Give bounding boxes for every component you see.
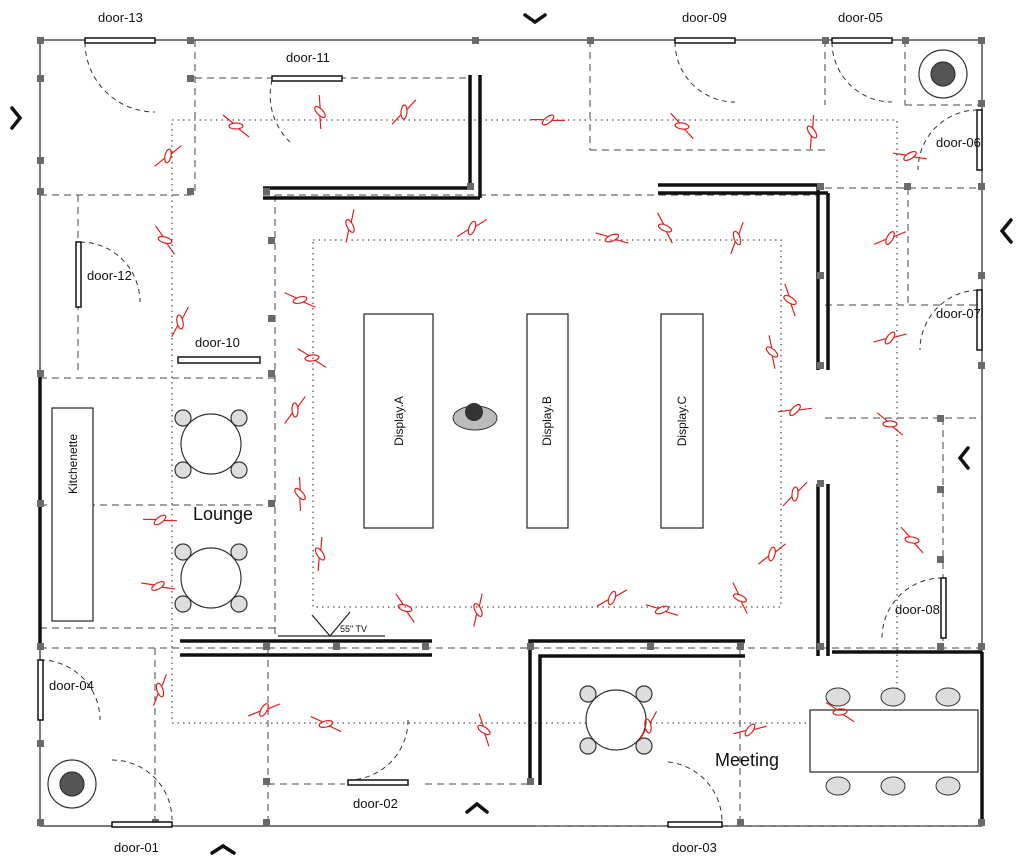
sensor-icon: [900, 526, 924, 554]
door-08-label: door-08: [895, 602, 940, 617]
sensor-icon: [345, 209, 355, 243]
display-stands: [51, 313, 979, 773]
sensor-icon: [645, 604, 679, 616]
sensor-icon: [783, 283, 797, 317]
sensor-icon: [222, 114, 250, 138]
door-07-label: door-07: [936, 306, 981, 321]
display-a-stand: [363, 313, 434, 529]
sensor-icon: [456, 219, 488, 237]
plant-top-right: [918, 49, 968, 99]
tv: [278, 611, 385, 637]
sensor-icon: [171, 306, 189, 338]
lounge-table-2: [174, 543, 248, 613]
sensor-icon: [314, 537, 326, 571]
sensor-icon: [152, 674, 168, 706]
sensor-icon: [473, 593, 483, 627]
sensor-icon: [284, 396, 306, 424]
nav-right-left-icon[interactable]: [10, 106, 23, 130]
outer-wall: [39, 39, 983, 827]
sensor-icon: [297, 348, 327, 368]
sensor-icon: [730, 221, 744, 255]
lounge-label: Lounge: [193, 504, 253, 524]
meeting-label: Meeting: [715, 750, 779, 770]
tv-label: 55" TV: [340, 624, 367, 634]
sensor-icon: [806, 115, 818, 149]
sensor-icon: [395, 593, 415, 623]
dotted-paths: [171, 119, 898, 724]
sensor-icon: [893, 150, 927, 162]
sensor-icon: [141, 581, 175, 591]
sensor-icon: [876, 412, 904, 436]
sensor-icon: [477, 713, 491, 747]
door-04-label: door-04: [49, 678, 94, 693]
door-11-label: door-11: [286, 50, 330, 65]
door-13-label: door-13: [98, 10, 143, 25]
display-a-label: Display.A: [392, 396, 406, 446]
door-05-label: door-05: [838, 10, 883, 25]
sensor-icon: [155, 225, 175, 255]
person-icon: [452, 403, 498, 431]
display-c-stand: [660, 313, 704, 529]
nav-up-bottom-icon[interactable]: [465, 801, 489, 814]
sensor-icon: [873, 331, 907, 345]
nav-up-top-icon[interactable]: [523, 13, 547, 25]
door-swings: [39, 41, 979, 823]
kitchenette-label: Kitchenette: [66, 434, 80, 494]
sensor-icon: [670, 112, 694, 140]
plant-bottom-left: [47, 759, 97, 809]
display-b-label: Display.B: [540, 396, 554, 446]
sensor-icon: [391, 99, 417, 125]
sensor-icon: [154, 145, 182, 167]
nav-chevrons[interactable]: [10, 13, 1013, 855]
sensor-icon: [765, 335, 779, 369]
nav-up-bottom-left-icon[interactable]: [210, 843, 236, 855]
pillars: [37, 37, 985, 826]
sensor-icon: [657, 212, 673, 244]
meeting-round-table: [579, 685, 653, 755]
sensor-icon: [247, 703, 281, 717]
meeting-table: [809, 709, 979, 773]
sensor-icon: [732, 582, 748, 614]
nav-left-mid-icon[interactable]: [957, 446, 970, 470]
sensor-icon: [596, 589, 628, 607]
door-09-label: door-09: [682, 10, 727, 25]
door-03-label: door-03: [672, 840, 717, 855]
sensor-icon: [757, 543, 787, 565]
sensor-icon: [777, 403, 813, 417]
meeting-chairs: [825, 687, 961, 796]
dashed-partitions: [40, 40, 982, 827]
display-b-stand: [526, 313, 569, 529]
sensor-icon: [530, 114, 566, 126]
sensor-icon: [638, 710, 658, 742]
sensor-icon: [733, 723, 767, 737]
lounge-table-1: [174, 409, 248, 479]
sensor-icon: [782, 481, 808, 507]
door-leaves: [37, 37, 983, 828]
kitchenette-counter: [51, 407, 94, 622]
nav-left-right-icon[interactable]: [999, 218, 1013, 244]
sensor-icon: [310, 715, 342, 733]
door-12-label: door-12: [87, 268, 132, 283]
door-02-label: door-02: [353, 796, 398, 811]
display-c-label: Display.C: [675, 395, 689, 446]
sensor-icon: [873, 231, 907, 245]
sensor-markers: [141, 94, 927, 747]
sensor-icon: [142, 514, 178, 526]
sensor-icon: [825, 701, 855, 723]
sensor-icon: [314, 94, 326, 130]
door-01-label: door-01: [114, 840, 159, 855]
door-06-label: door-06: [936, 135, 981, 150]
door-10-label: door-10: [195, 335, 240, 350]
sensor-icon: [294, 476, 306, 512]
sensor-icon: [595, 232, 629, 244]
sensor-icon: [284, 292, 316, 308]
